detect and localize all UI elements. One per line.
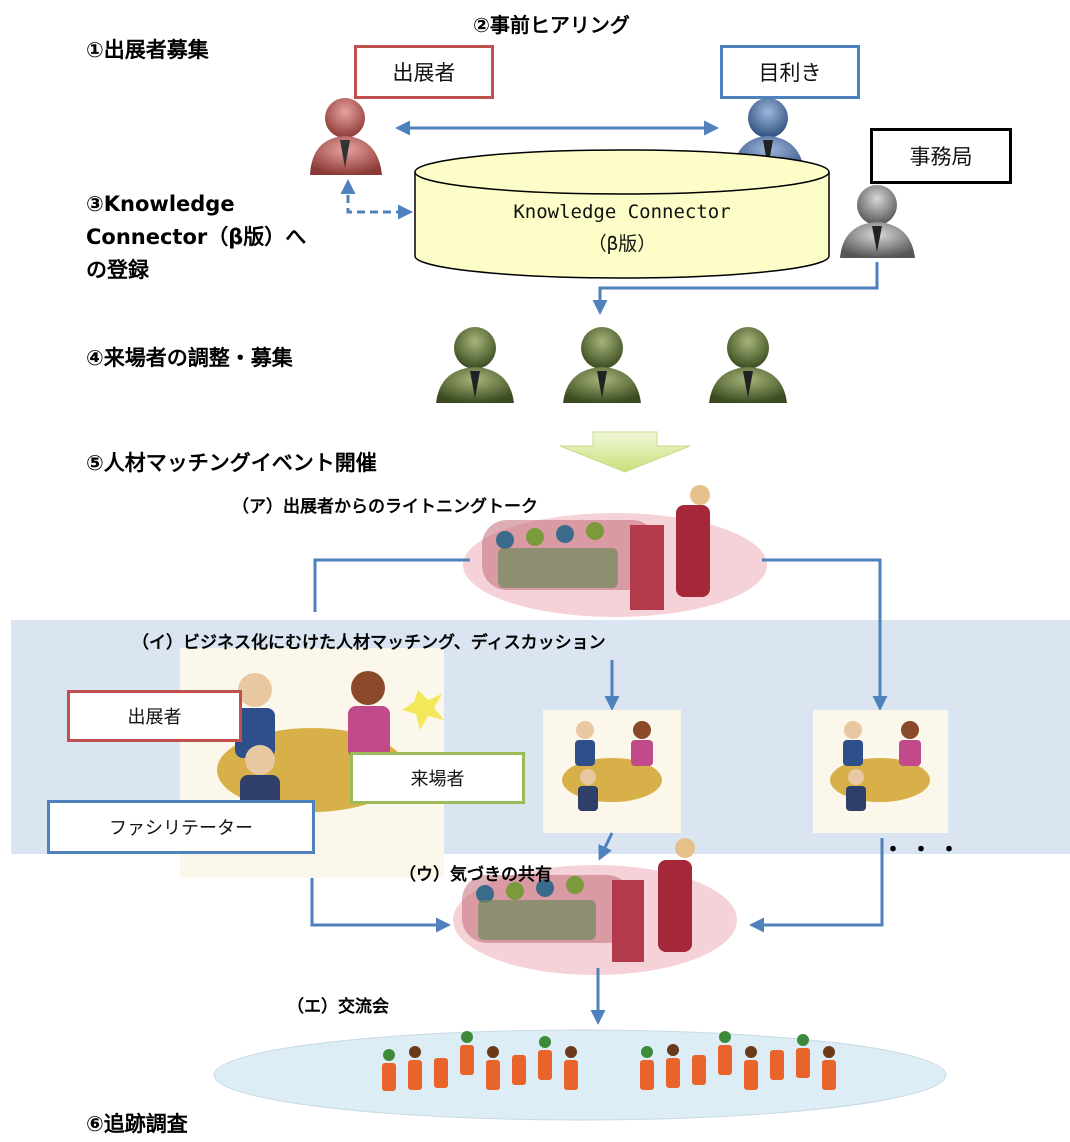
register-arrow (340, 179, 413, 220)
step-register-knowledge-connector: ③Knowledge Connector（β版）へ の登録 (86, 188, 306, 287)
lightning-talk-label: （ア）出展者からのライトニングトーク (232, 497, 538, 517)
awareness-sharing-label: （ウ）気づきの共有 (399, 865, 552, 885)
matching-discussion-label: （イ）ビジネス化にむけた人材マッチング、ディスカッション (132, 633, 606, 653)
knowledge-connector-version: （β版） (587, 233, 657, 255)
more-groups-ellipsis: ・・・ (882, 838, 967, 863)
knowledge-connector-label: Knowledge Connector （β版） (415, 196, 829, 260)
discussion-illustration-small (813, 710, 948, 833)
office-to-visitors-arrow (592, 262, 879, 315)
knowledge-connector-name: Knowledge Connector (513, 201, 731, 223)
split-arrow-left (313, 558, 470, 612)
office-label: 事務局 (870, 128, 1012, 184)
step-pre-hearing: ②事前ヒアリング (473, 13, 630, 37)
discussion-illustration-small (543, 710, 681, 833)
merge-arrow-right (749, 838, 884, 933)
evaluator-label: 目利き (720, 45, 860, 99)
office-person-icon (840, 185, 915, 258)
step-register-line: の登録 (86, 258, 149, 282)
knowledge-connector-cylinder (414, 149, 830, 279)
sharing-illustration (453, 838, 737, 975)
step-follow-up-survey: ⑥追跡調査 (86, 1112, 188, 1136)
facilitator-role-tag: ファシリテーター (47, 800, 315, 854)
exhibitor-label: 出展者 (354, 45, 494, 99)
visitor-person-icon (436, 327, 514, 403)
networking-illustration (213, 1029, 947, 1121)
visitor-person-icon (563, 327, 641, 403)
event-down-arrow (559, 431, 691, 473)
merge-arrow-left (310, 878, 451, 933)
step-visitor-coordination: ④来場者の調整・募集 (86, 346, 293, 370)
step-register-line: ③Knowledge (86, 192, 235, 216)
merge-arrow-center (598, 832, 614, 861)
step-recruit-exhibitors: ①出展者募集 (86, 38, 209, 62)
lightning-talk-illustration (463, 485, 767, 617)
visitor-person-icon (709, 327, 787, 403)
split-arrow-right (762, 558, 888, 711)
step-matching-event: ⑤人材マッチングイベント開催 (86, 451, 377, 475)
exhibitor-role-tag: 出展者 (67, 690, 242, 742)
networking-label: （エ）交流会 (287, 997, 389, 1017)
visitor-role-tag: 来場者 (350, 752, 525, 804)
step-register-line: Connector（β版）へ (86, 225, 307, 249)
exhibitor-person-icon (310, 98, 382, 175)
